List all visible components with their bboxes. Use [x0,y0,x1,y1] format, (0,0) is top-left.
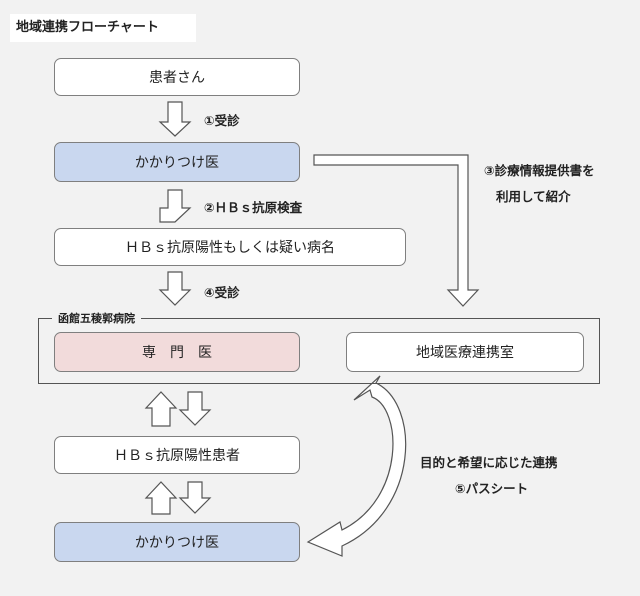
up-arrow-2 [144,481,178,515]
down-arrow-6 [178,481,212,514]
curved-double-arrow [306,375,407,557]
label-step2: ②ＨＢｓ抗原検査 [204,200,303,215]
node-specialist: 専 門 医 [54,332,300,372]
label-step4: ④受診 [204,285,240,300]
down-arrow-5 [178,391,212,426]
label-step1: ①受診 [204,113,240,128]
up-arrow-1 [144,391,178,427]
hospital-frame [38,318,600,384]
down-arrow-2 [159,189,192,223]
label-step5-line2: ⑤パスシート [455,481,529,496]
node-hbs-patient: ＨＢｓ抗原陽性患者 [54,436,300,474]
label-step5-line1: 目的と希望に応じた連携 [420,455,558,470]
node-hbs-suspected: ＨＢｓ抗原陽性もしくは疑い病名 [54,228,406,266]
label-step3-line2: 利用して紹介 [496,189,571,204]
label-step3-line1: ③診療情報提供書を [484,163,595,178]
chart-title: 地域連携フローチャート [10,14,196,42]
node-family-doctor-top: かかりつけ医 [54,142,300,182]
node-patient: 患者さん [54,58,300,96]
referral-arrow [313,154,480,307]
down-arrow-1 [158,101,192,137]
down-arrow-4 [158,271,192,306]
node-family-doctor-bottom: かかりつけ医 [54,522,300,562]
hospital-label: 函館五稜郭病院 [52,310,141,326]
node-liaison-office: 地域医療連携室 [346,332,584,372]
